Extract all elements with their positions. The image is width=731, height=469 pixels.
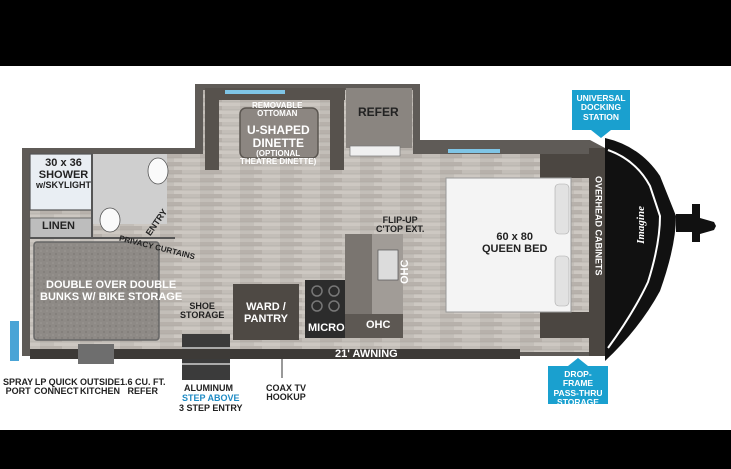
overhead-cabinets xyxy=(589,148,605,356)
microwave xyxy=(305,316,345,338)
refer-block xyxy=(346,88,412,148)
ohc-horizontal-label: OHC xyxy=(366,319,391,331)
hitch xyxy=(676,204,700,242)
bunks xyxy=(33,241,160,341)
shower xyxy=(29,153,93,211)
aluminum-label: ALUMINUM xyxy=(184,383,233,393)
dinette-table xyxy=(239,107,319,159)
linen-label: LINEN xyxy=(42,220,75,232)
refer-bottom-label: 1.6 CU. FT.REFER xyxy=(120,377,166,397)
ohc-bottom xyxy=(345,314,403,338)
nightstand-bottom xyxy=(540,312,590,338)
range xyxy=(305,280,345,316)
overhead-cabinets-label: OVERHEAD CABINETS xyxy=(593,176,604,276)
dinette-bench-left xyxy=(205,88,219,170)
refer-top-label: REFER xyxy=(358,105,399,119)
outside-kitchen-block xyxy=(78,344,114,364)
step-above-label: STEP ABOVE xyxy=(182,393,240,403)
sink xyxy=(147,157,169,185)
step-entry-label: 3 STEP ENTRY xyxy=(179,403,243,413)
kitchen-sink xyxy=(377,249,399,281)
dinette-bench-right xyxy=(330,88,344,170)
ward-pantry-label: WARD /PANTRY xyxy=(244,301,288,325)
ohc-vertical-label: OHC xyxy=(399,259,411,284)
spray-port-hose xyxy=(10,321,19,361)
awning-bar xyxy=(30,349,520,359)
front-cap xyxy=(605,138,676,361)
floorplan-drawing xyxy=(10,84,716,380)
ward-pantry xyxy=(233,284,299,340)
micro-label: MICRO xyxy=(308,322,345,334)
brand-label: Imagine xyxy=(635,206,647,244)
toilet xyxy=(99,207,121,233)
awning-label: 21' AWNING xyxy=(335,348,398,360)
nightstand-top xyxy=(540,154,590,178)
queen-bed xyxy=(445,177,572,313)
